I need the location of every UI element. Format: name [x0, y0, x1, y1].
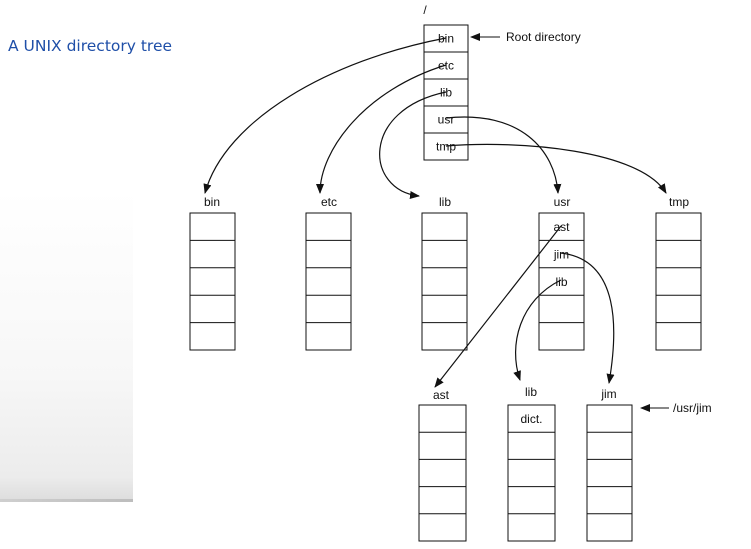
root-directory: / bin etc lib usr tmp Root directory	[423, 3, 581, 161]
edge-root-tmp	[445, 143, 667, 194]
edge-usr-lib	[513, 279, 562, 381]
root-annotation: Root directory	[506, 30, 581, 44]
dir-usr-lib-label: lib	[525, 385, 537, 399]
tree-edges	[203, 37, 667, 388]
edge-usr-ast	[434, 225, 562, 388]
dir-bin: bin	[189, 195, 236, 351]
dir-lib: lib	[421, 195, 468, 351]
dir-usr-lib-entry-dict: dict.	[520, 412, 542, 426]
jim-annotation: /usr/jim	[673, 401, 712, 415]
dir-usr-entry-jim: jim	[553, 247, 569, 261]
dir-usr-ast: ast	[418, 388, 467, 542]
dir-bin-label: bin	[204, 195, 220, 209]
dir-usr-label: usr	[554, 195, 571, 209]
side-panel-background	[0, 190, 133, 502]
dir-etc: etc	[305, 195, 352, 351]
root-entry-usr: usr	[438, 113, 455, 127]
dir-usr-entry-lib: lib	[555, 275, 567, 289]
dir-tmp: tmp	[655, 195, 702, 351]
dir-usr-lib: lib dict.	[507, 385, 556, 542]
dir-usr: usr ast jim lib	[538, 195, 585, 351]
dir-ast-label: ast	[433, 388, 450, 402]
dir-jim-label: jim	[600, 387, 616, 401]
edge-usr-jim	[560, 252, 615, 384]
dir-etc-label: etc	[321, 195, 337, 209]
edge-root-lib	[379, 91, 447, 199]
root-label: /	[423, 3, 427, 17]
edge-root-etc	[316, 64, 447, 194]
edge-root-usr	[445, 116, 562, 194]
root-entry-lib: lib	[440, 86, 452, 100]
edge-root-bin	[203, 37, 447, 194]
dir-tmp-label: tmp	[669, 195, 689, 209]
slide-title: A UNIX directory tree	[8, 37, 173, 55]
dir-usr-jim: jim /usr/jim	[586, 387, 712, 542]
dir-lib-label: lib	[439, 195, 451, 209]
